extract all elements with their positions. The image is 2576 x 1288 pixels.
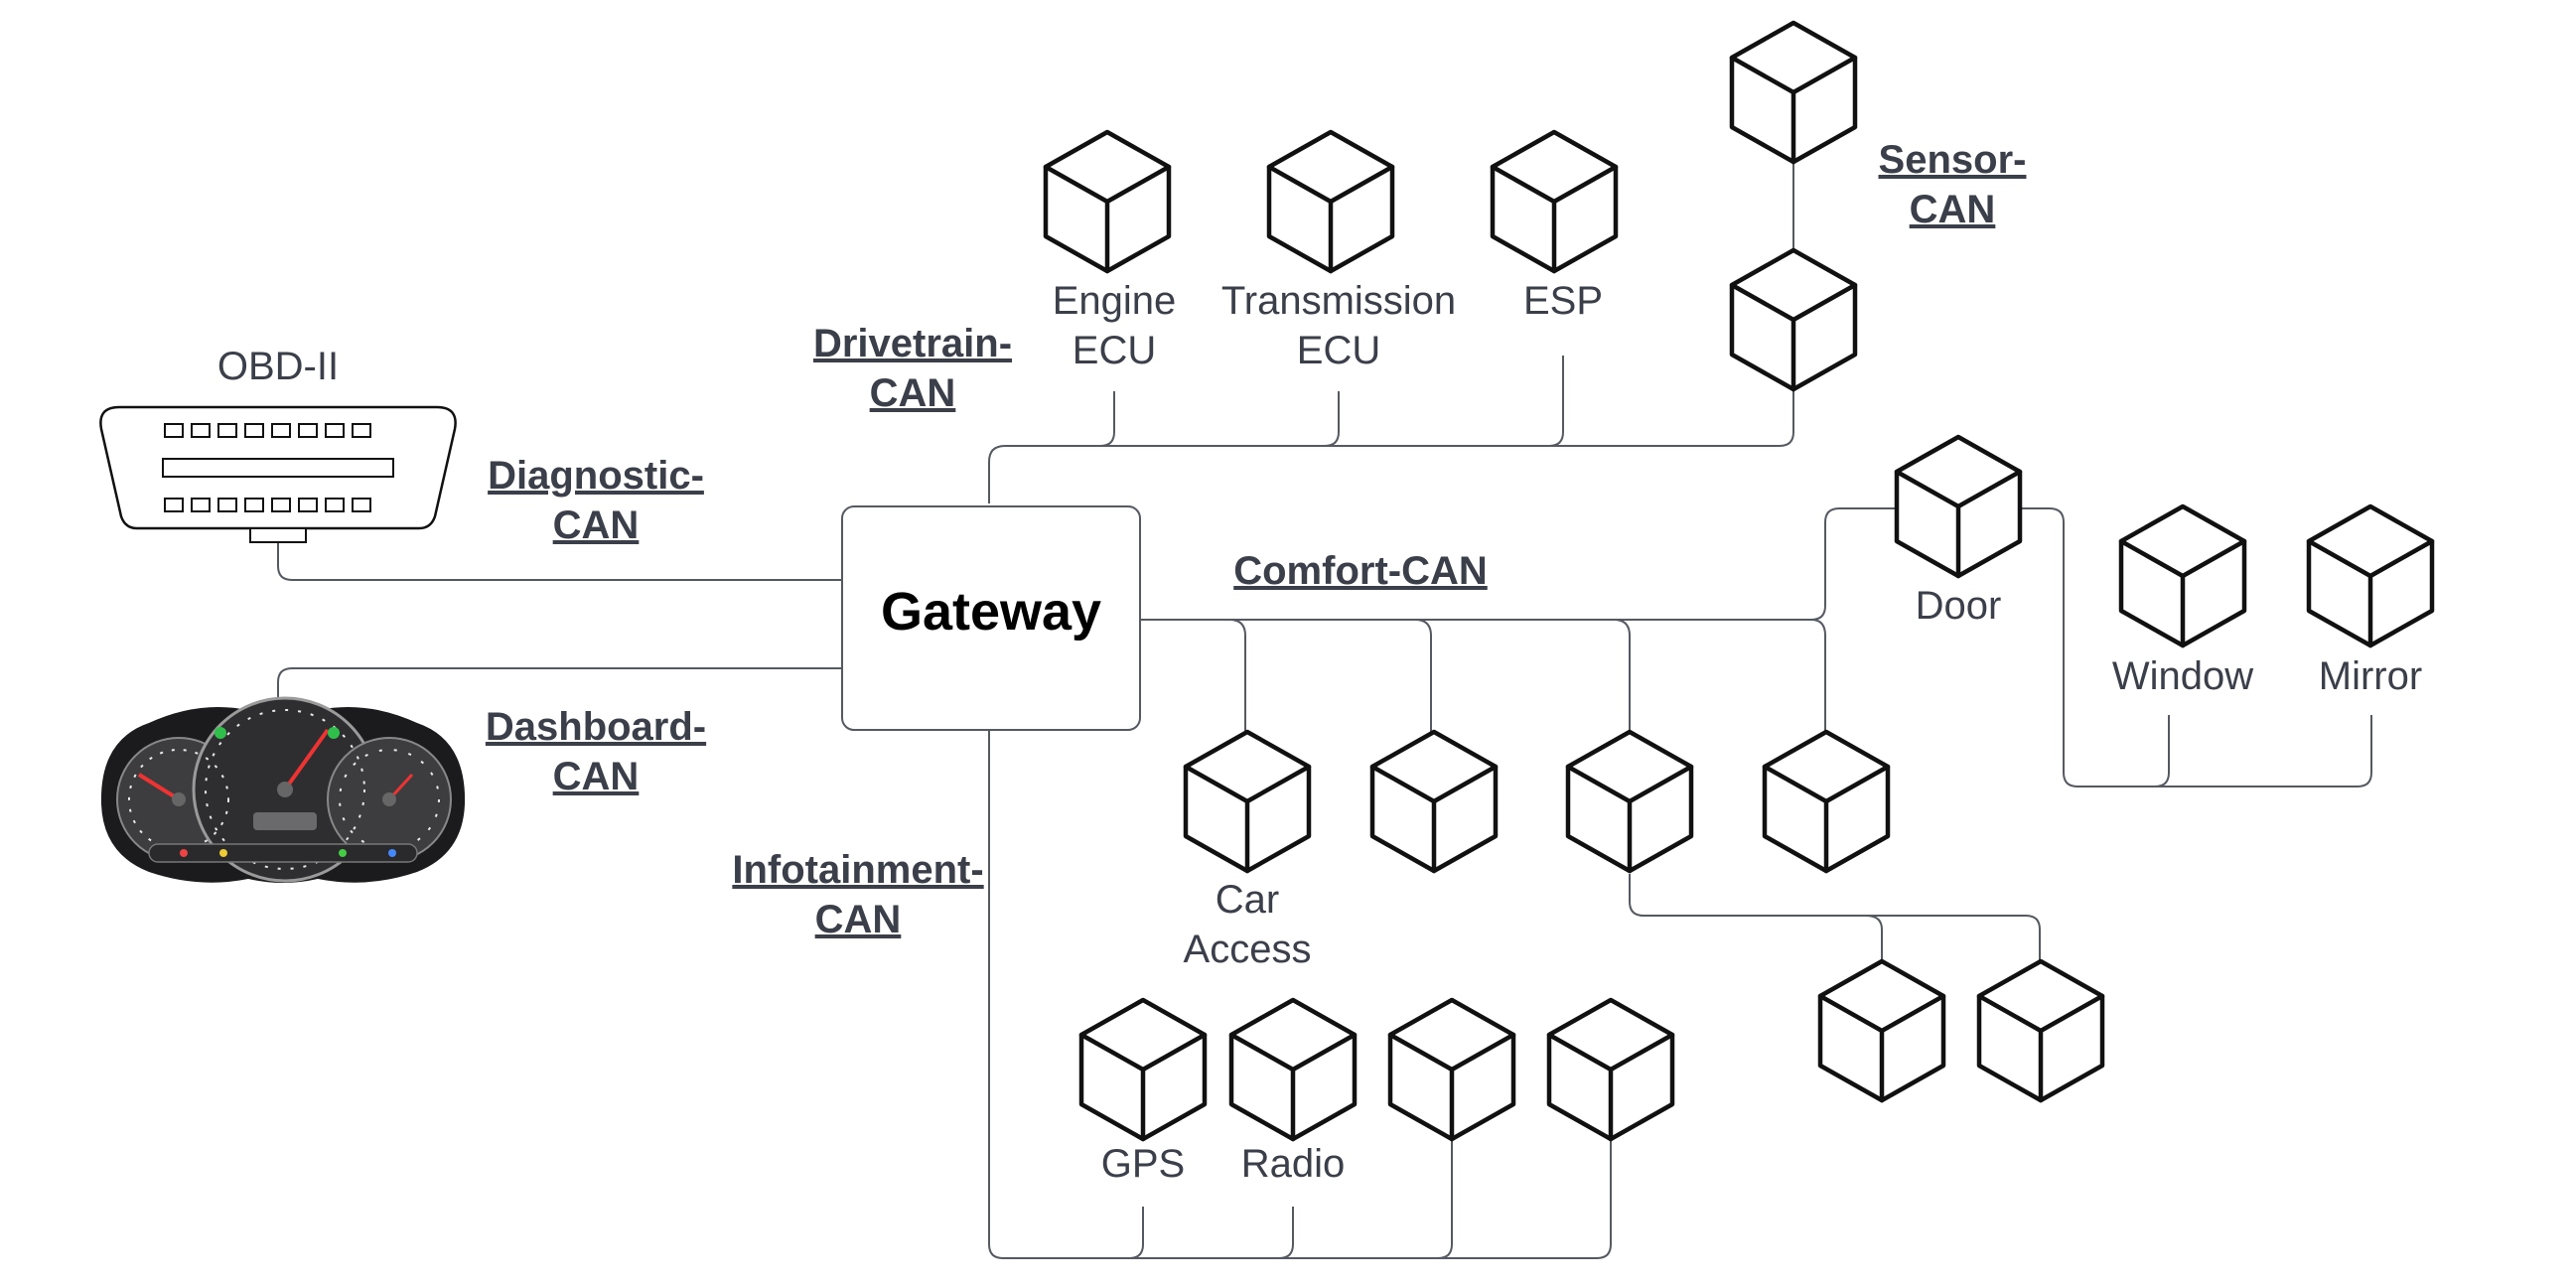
bus-label-diagnostic-line2: CAN bbox=[553, 503, 640, 547]
obd-connector[interactable]: OBD-II bbox=[99, 345, 457, 543]
cube-icon bbox=[1897, 437, 2020, 576]
obd-connector-icon bbox=[99, 405, 457, 543]
gateway-box[interactable] bbox=[841, 505, 1141, 731]
cube-icon bbox=[1269, 132, 1392, 271]
cube-icon bbox=[1372, 732, 1496, 871]
ecu-gps[interactable]: GPS bbox=[1081, 1000, 1205, 1186]
bus-label-sensor-line2: CAN bbox=[1910, 188, 1996, 231]
bus-label-diagnostic-line1: Diagnostic- bbox=[488, 454, 704, 498]
ecu-sensor-top[interactable] bbox=[1732, 23, 1855, 162]
ecu-comfort-6[interactable] bbox=[1979, 961, 2102, 1100]
cube-icon bbox=[1081, 1000, 1205, 1139]
ecu-engine[interactable]: Engine ECU bbox=[1046, 132, 1176, 372]
cube-icon bbox=[1046, 132, 1169, 271]
ecu-window[interactable]: Window bbox=[2112, 506, 2253, 698]
obd-label: OBD-II bbox=[217, 345, 339, 388]
ecu-comfort-2[interactable] bbox=[1372, 732, 1496, 871]
diagnostic-can-wire bbox=[277, 536, 842, 581]
dashboard-can-wire bbox=[277, 667, 842, 700]
cube-icon bbox=[1549, 1000, 1672, 1139]
cube-icon bbox=[2309, 506, 2432, 645]
bus-label-drivetrain-line2: CAN bbox=[870, 371, 956, 415]
bus-label-comfort: Comfort-CAN bbox=[1233, 549, 1488, 593]
ecu-comfort-5[interactable] bbox=[1820, 961, 1943, 1100]
engine-ecu-label-line2: ECU bbox=[1073, 329, 1156, 372]
ecu-car-access[interactable]: Car Access bbox=[1184, 732, 1312, 971]
cube-icon bbox=[1732, 23, 1855, 162]
cube-icon bbox=[1231, 1000, 1355, 1139]
bus-label-dashboard-line2: CAN bbox=[553, 755, 640, 798]
car-access-label-line1: Car bbox=[1216, 878, 1279, 922]
gateway-label: Gateway bbox=[881, 582, 1101, 642]
ecu-radio[interactable]: Radio bbox=[1231, 1000, 1355, 1186]
ecu-transmission[interactable]: Transmission ECU bbox=[1221, 132, 1456, 372]
transmission-ecu-label-line2: ECU bbox=[1297, 329, 1380, 372]
infotainment-can-wire bbox=[988, 730, 1612, 1259]
cube-icon bbox=[1390, 1000, 1513, 1139]
ecu-infotainment-3[interactable] bbox=[1390, 1000, 1513, 1139]
cube-icon bbox=[1820, 961, 1943, 1100]
comfort-can-wire bbox=[1138, 507, 1895, 621]
ecu-comfort-3[interactable] bbox=[1568, 732, 1691, 871]
ecu-esp[interactable]: ESP bbox=[1493, 132, 1616, 323]
drivetrain-can-wire bbox=[988, 387, 1794, 503]
connection-wires bbox=[277, 159, 2372, 1259]
cube-icon bbox=[2121, 506, 2244, 645]
ecu-infotainment-4[interactable] bbox=[1549, 1000, 1672, 1139]
ecu-sensor-bottom[interactable] bbox=[1732, 250, 1855, 389]
bus-label-sensor-line1: Sensor- bbox=[1879, 138, 2027, 182]
window-label: Window bbox=[2112, 654, 2253, 698]
mirror-label: Mirror bbox=[2319, 654, 2422, 698]
esp-label: ESP bbox=[1523, 279, 1603, 323]
gps-label: GPS bbox=[1101, 1142, 1185, 1186]
car-access-label-line2: Access bbox=[1184, 928, 1312, 971]
transmission-ecu-label-line1: Transmission bbox=[1221, 279, 1456, 323]
cube-icon bbox=[1493, 132, 1616, 271]
ecu-mirror[interactable]: Mirror bbox=[2309, 506, 2432, 698]
cube-icon bbox=[1568, 732, 1691, 871]
cube-icon bbox=[1979, 961, 2102, 1100]
cube-icon bbox=[1732, 250, 1855, 389]
instrument-cluster-icon bbox=[100, 696, 466, 883]
engine-ecu-label-line1: Engine bbox=[1053, 279, 1177, 323]
ecu-comfort-4[interactable] bbox=[1765, 732, 1888, 871]
bus-label-infotainment-line1: Infotainment- bbox=[732, 848, 983, 892]
radio-label: Radio bbox=[1241, 1142, 1346, 1186]
ecu-door[interactable]: Door bbox=[1897, 437, 2020, 628]
cube-icon bbox=[1186, 732, 1309, 871]
bus-label-dashboard-line1: Dashboard- bbox=[486, 705, 706, 749]
cube-icon bbox=[1765, 732, 1888, 871]
bus-label-infotainment-line2: CAN bbox=[815, 898, 902, 941]
bus-label-drivetrain-line1: Drivetrain- bbox=[813, 322, 1012, 365]
door-label: Door bbox=[1916, 584, 2002, 628]
dashboard-cluster[interactable] bbox=[100, 696, 466, 883]
gateway[interactable]: Gateway bbox=[841, 505, 1141, 731]
